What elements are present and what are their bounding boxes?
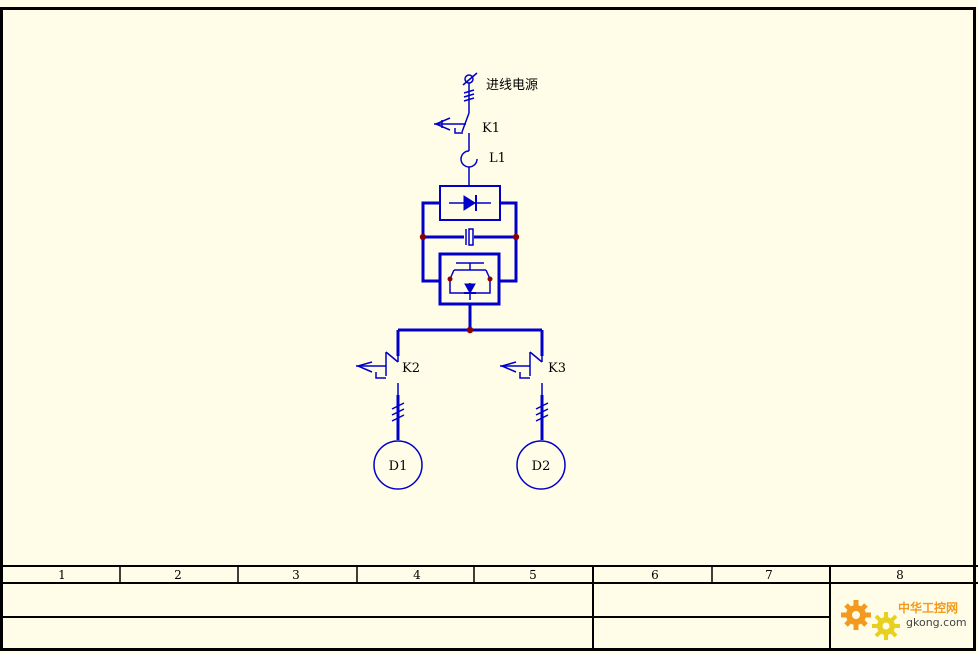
bus-junction-dot: [466, 326, 474, 334]
column-number: 3: [292, 568, 300, 582]
junction-dot: [487, 276, 493, 282]
junction-dots: [419, 233, 520, 334]
motor-d2-label: D2: [532, 459, 551, 474]
motor-d1-symbol: [373, 440, 423, 490]
drawing-frame: [0, 7, 976, 651]
reactor-l1-symbol: [460, 148, 478, 186]
watermark-logo: 中华工控网 gkong.com: [841, 600, 967, 640]
gear-icon: [841, 600, 871, 630]
incoming-supply-terminal: [462, 72, 478, 103]
junction-dot: [447, 276, 453, 282]
column-number: 7: [765, 568, 773, 582]
breaker-k2-label: K2: [402, 361, 420, 376]
breaker-k3-label: K3: [548, 361, 566, 376]
column-number: 1: [58, 568, 66, 582]
gear-icon: [872, 612, 900, 640]
breaker-k1-symbol: [434, 103, 470, 148]
column-number: 8: [896, 568, 904, 582]
title-block-column-numbers: 1 2 3 4 5 6 7 8: [58, 568, 904, 582]
column-number: 6: [651, 568, 659, 582]
junction-dot: [512, 233, 520, 241]
watermark-brand: 中华工控网: [898, 600, 958, 615]
junction-dot: [419, 233, 427, 241]
reactor-l1-label: L1: [489, 151, 506, 166]
motor-d1-label: D1: [389, 459, 408, 474]
column-number: 2: [174, 568, 182, 582]
motor-d2-symbol: [516, 440, 566, 490]
column-number: 4: [413, 568, 421, 582]
title-block: [0, 565, 978, 650]
watermark-domain: gkong.com: [906, 616, 967, 629]
bypass-wiring: [421, 201, 518, 283]
bypass-capacitor-symbol: [465, 228, 474, 246]
column-number: 5: [529, 568, 537, 582]
thyristor-diode-module: [439, 185, 501, 221]
breaker-k1-label: K1: [482, 121, 500, 136]
incoming-supply-label: 进线电源: [486, 78, 538, 93]
